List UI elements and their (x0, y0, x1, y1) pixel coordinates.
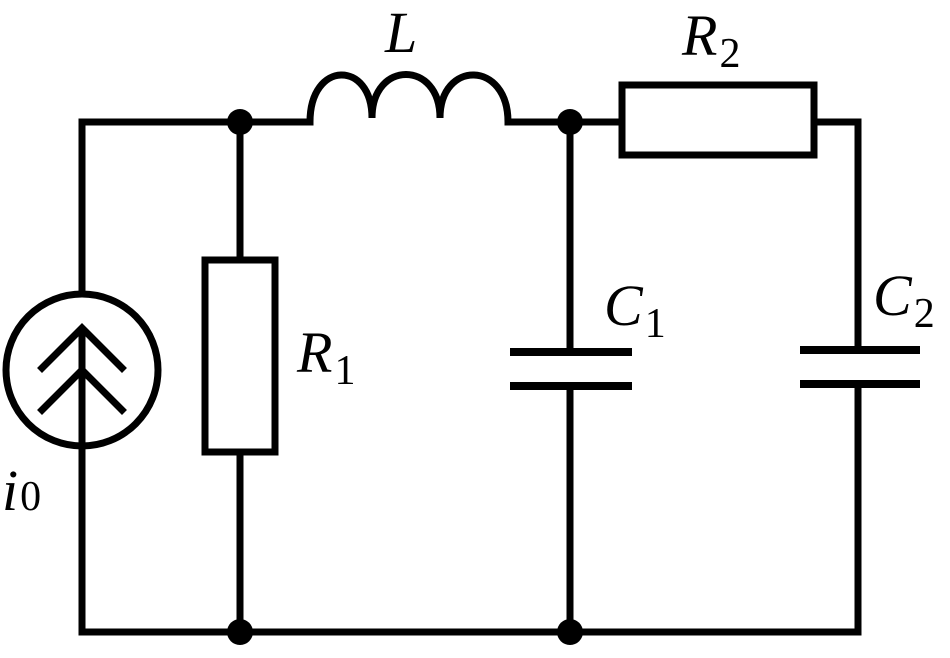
label-subscript: 0 (20, 474, 41, 520)
label-c1: C1 (604, 273, 666, 347)
junction-dot (557, 109, 583, 135)
label-subscript: 2 (914, 291, 935, 337)
label-symbol: R (681, 3, 717, 68)
label-subscript: 2 (719, 31, 740, 77)
junction-dot (227, 109, 253, 135)
capacitor-c1 (510, 348, 632, 390)
label-symbol: C (604, 273, 644, 338)
label-symbol: i (2, 458, 18, 523)
resistor-r2 (618, 81, 818, 159)
wire-bottom (78, 381, 862, 636)
junction-dot (557, 619, 583, 645)
wire-top-right (810, 118, 862, 352)
inductor-coil (306, 71, 512, 126)
label-i0: i0 (2, 458, 41, 523)
current-source (2, 290, 162, 454)
label-symbol: R (296, 320, 332, 385)
label-r2: R2 (681, 3, 740, 77)
label-r1: R1 (296, 320, 355, 394)
resistor-r1 (201, 256, 279, 456)
label-c2: C2 (873, 263, 935, 337)
label-symbol: C (873, 263, 913, 328)
wires (78, 118, 862, 636)
label-inductor: L (384, 0, 417, 65)
label-subscript: 1 (334, 348, 355, 394)
junctions (227, 109, 583, 645)
label-subscript: 1 (645, 301, 666, 347)
capacitor-c2 (800, 346, 920, 388)
junction-dot (227, 619, 253, 645)
label-symbol: L (384, 0, 417, 65)
